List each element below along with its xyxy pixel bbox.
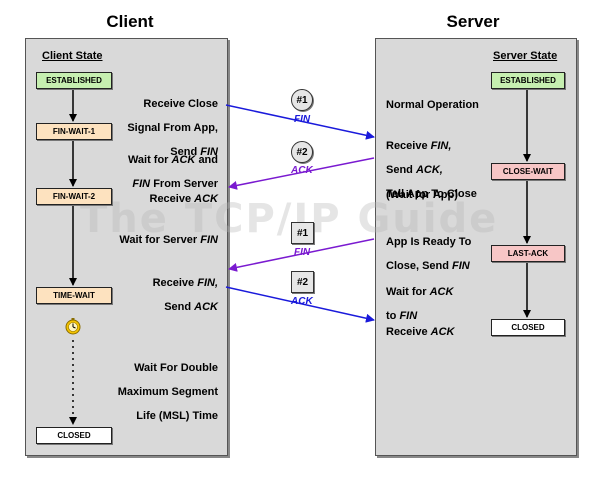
server-label-wait-for-app: (Wait for App) (386, 189, 458, 201)
client-label-wait-server-fin: Wait for Server FIN (119, 234, 218, 246)
server-label-normal-operation: Normal Operation (386, 99, 479, 111)
message-label-fin-1: FIN (294, 114, 311, 125)
message-badge-1: #1 (291, 89, 313, 111)
client-state-fin-wait-2: FIN-WAIT-2 (36, 188, 112, 205)
client-state-heading: Client State (42, 50, 103, 62)
message-badge-3: #1 (291, 222, 314, 244)
client-state-closed: CLOSED (36, 427, 112, 444)
message-label-fin-3: FIN (294, 247, 311, 258)
client-label-receive-ack: Receive ACK (149, 193, 219, 205)
server-label-wait-ack: Wait for ACK to FIN (386, 286, 454, 322)
client-panel (25, 38, 228, 456)
message-arrow-fin-3 (228, 238, 375, 272)
message-badge-4: #2 (291, 271, 314, 293)
stopwatch-icon (65, 318, 81, 335)
client-state-time-wait: TIME-WAIT (36, 287, 112, 304)
server-column-title: Server (446, 12, 500, 31)
client-label-wait-ack-fin: Wait for ACK and FIN From Server (127, 154, 218, 190)
message-badge-2: #2 (291, 141, 313, 163)
message-arrow-fin-1 (225, 104, 375, 140)
server-state-close-wait: CLOSE-WAIT (491, 163, 565, 180)
watermark: The TCP/IP Guide (80, 196, 499, 242)
server-state-closed: CLOSED (491, 319, 565, 336)
client-state-fin-wait-1: FIN-WAIT-1 (36, 123, 112, 140)
client-label-receive-close: Receive Close Signal From App, Send FIN (127, 98, 218, 158)
server-state-last-ack: LAST-ACK (491, 245, 565, 262)
server-label-receive-ack: Receive ACK (386, 326, 455, 338)
message-arrow-ack-4 (225, 286, 375, 323)
client-state-established: ESTABLISHED (36, 72, 112, 89)
client-label-receive-fin-send-ack: Receive FIN, Send ACK (152, 277, 218, 313)
server-label-app-ready: App Is Ready To Close, Send FIN (386, 236, 472, 272)
message-label-ack-2: ACK (291, 165, 313, 176)
server-state-heading: Server State (493, 50, 558, 62)
message-label-ack-4: ACK (291, 296, 313, 307)
client-column-title: Client (106, 12, 154, 31)
message-arrow-ack-2 (228, 157, 375, 190)
client-label-wait-msl: Wait For Double Maximum Segment Life (MS… (117, 362, 218, 422)
server-label-receive-fin: Receive FIN, Send ACK, Tell App To Close (386, 140, 477, 200)
server-state-established: ESTABLISHED (491, 72, 565, 89)
